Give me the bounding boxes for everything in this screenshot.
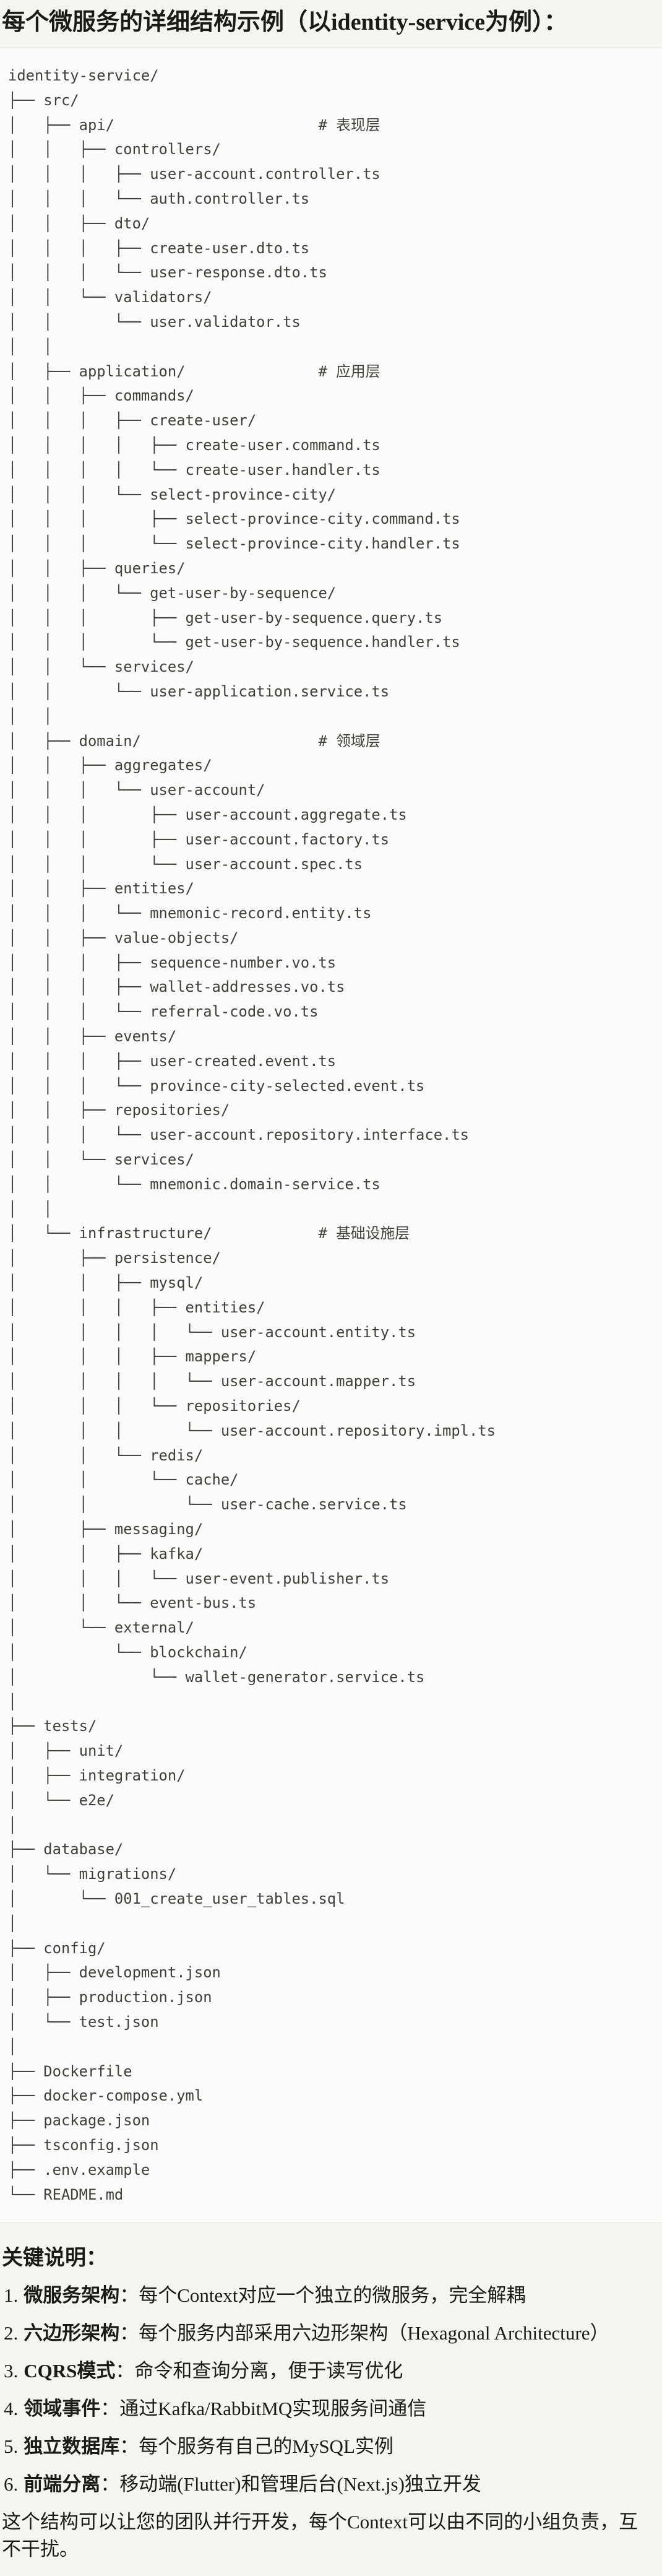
list-number: 5. [4,2435,19,2458]
list-term: 微服务架构 [24,2284,120,2307]
list-text: ：通过Kafka/RabbitMQ实现服务间通信 [100,2398,427,2420]
list-term: 六边形架构 [24,2322,120,2344]
list-text: ：每个服务有自己的MySQL实例 [119,2435,393,2458]
list-number: 2. [4,2322,19,2344]
notes-heading: 关键说明： [2,2247,107,2270]
chat-message: 每个微服务的详细结构示例（以identity-service为例）： ident… [0,6,662,2576]
list-number: 3. [4,2360,19,2382]
list-number: 4. [4,2398,19,2420]
list-number: 6. [4,2473,19,2496]
code-block: identity-service/ ├── src/ │ ├── api/ # … [0,48,662,2224]
notes-list: 1.微服务架构：每个Context对应一个独立的微服务，完全解耦 2.六边形架构… [2,2282,656,2498]
page-title: 每个微服务的详细结构示例（以identity-service为例）： [2,9,568,35]
list-term: 领域事件 [24,2398,101,2420]
list-text: ：每个Context对应一个独立的微服务，完全解耦 [119,2284,526,2307]
list-item: 6.前端分离：移动端(Flutter)和管理后台(Next.js)独立开发 [2,2471,656,2498]
list-item: 4.领域事件：通过Kafka/RabbitMQ实现服务间通信 [2,2395,656,2422]
list-item: 5.独立数据库：每个服务有自己的MySQL实例 [2,2433,656,2460]
list-term: 独立数据库 [24,2435,120,2458]
list-text: ：移动端(Flutter)和管理后台(Next.js)独立开发 [100,2473,481,2496]
closing-paragraph: 这个结构可以让您的团队并行开发，每个Context可以由不同的小组负责，互不干扰… [2,2511,638,2561]
list-item: 2.六边形架构：每个服务内部采用六边形架构（Hexagonal Architec… [2,2320,656,2347]
notes-section: 关键说明： 1.微服务架构：每个Context对应一个独立的微服务，完全解耦 2… [0,2245,662,2576]
list-item: 3.CQRS模式：命令和查询分离，便于读写优化 [2,2357,656,2385]
directory-tree: identity-service/ ├── src/ │ ├── api/ # … [8,67,496,2203]
list-term: CQRS模式 [24,2360,116,2382]
list-text: ：命令和查询分离，便于读写优化 [115,2360,403,2382]
list-item: 1.微服务架构：每个Context对应一个独立的微服务，完全解耦 [2,2282,656,2309]
list-text: ：每个服务内部采用六边形架构（Hexagonal Architecture） [119,2322,609,2344]
list-term: 前端分离 [24,2473,101,2496]
list-number: 1. [4,2284,19,2307]
